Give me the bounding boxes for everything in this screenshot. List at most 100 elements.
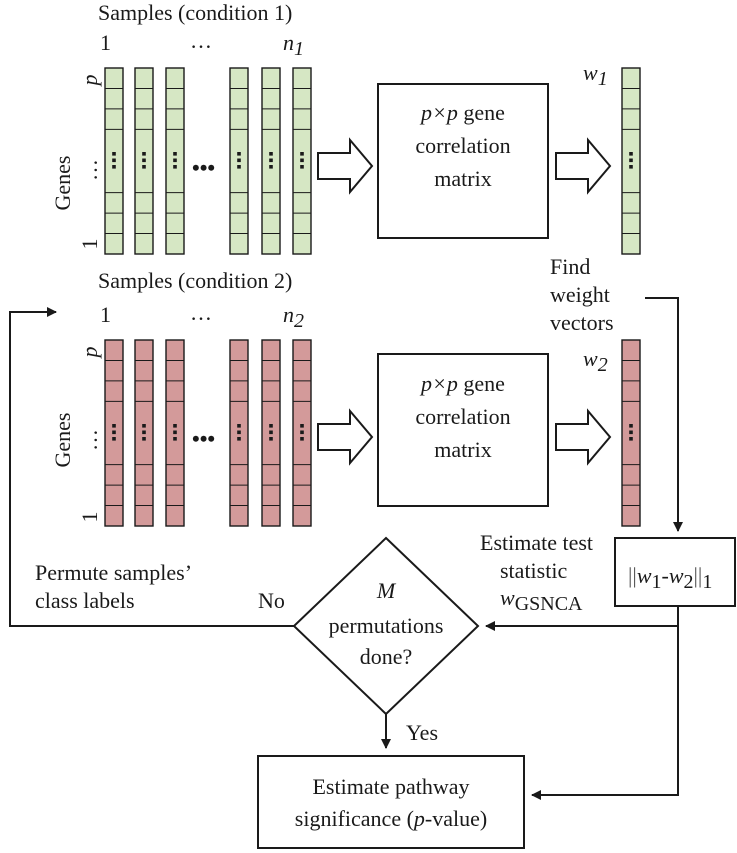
norm-box (614, 537, 736, 607)
condition2-sample-bar-dot (269, 424, 273, 428)
condition2-sample-bar (229, 339, 249, 527)
condition2-sample-bar-dot (112, 437, 116, 441)
condition2-sample-bar-dot (269, 430, 273, 435)
condition1-sample-bar-dot (112, 152, 116, 156)
condition2-sample-bar (104, 339, 124, 527)
condition1-weight-cell-dot (629, 152, 633, 156)
condition1-sample-bar (134, 67, 154, 255)
condition1-sample-bar (165, 67, 185, 255)
condition2-weight-label: w2 (583, 346, 608, 376)
condition1-ellipsis: … (190, 28, 212, 53)
condition1-sample-bar (229, 67, 249, 255)
condition2-gene-mid: … (77, 429, 102, 451)
condition2-weight-cell-dot (629, 430, 633, 435)
arrow-norm-to-result (531, 626, 679, 800)
condition2-matrix-line2: correlation (415, 404, 510, 429)
condition1-sample-bar-dot (142, 158, 146, 163)
condition1-sample-bar-dot (142, 165, 146, 169)
decision-line3: done? (360, 644, 413, 669)
condition2-weight-cell (621, 339, 641, 527)
condition2-sample-bar (165, 339, 185, 527)
condition1-sample-bar-dot (269, 152, 273, 156)
condition1-sample-bar (104, 67, 124, 255)
condition2-sample-bar-dot (173, 430, 177, 435)
condition2-sample-bar-dot (300, 437, 304, 441)
condition1-arrow-to-matrix (317, 137, 374, 195)
condition1-weight-vector (621, 67, 641, 255)
condition2-sample-bar (292, 339, 312, 527)
condition2-sample-bar-dot (237, 430, 241, 435)
permute-line2: class labels (35, 588, 135, 613)
condition1-sample-bar-dot (237, 152, 241, 156)
condition1-sample-bar-dot (112, 158, 116, 163)
condition2-sample-bar-dot (300, 430, 304, 435)
condition2-ellipsis: … (190, 300, 212, 325)
condition1-bar-ellipsis: ••• (192, 155, 215, 180)
condition2-title: Samples (condition 2) (98, 268, 292, 293)
condition2-bar-ellipsis: ••• (192, 426, 215, 451)
condition2-sample-bar-dot (142, 430, 146, 435)
condition2-last-index: n2 (283, 302, 304, 332)
condition1-title: Samples (condition 1) (98, 0, 292, 25)
condition1-gene-bottom: 1 (77, 239, 102, 250)
condition1-weight-cell (621, 67, 641, 255)
estimate-test-line2: statistic (500, 558, 567, 583)
condition2-first-index: 1 (100, 302, 111, 327)
condition1-matrix-box (377, 83, 549, 239)
condition1-matrix-line2: correlation (415, 133, 510, 158)
find-weight-line2: weight (550, 282, 610, 307)
condition1-matrix-line1: p×p gene (419, 100, 505, 125)
result-line1: Estimate pathway (312, 774, 469, 799)
condition2-sample-bars (104, 339, 312, 527)
condition2-sample-bar-dot (269, 437, 273, 441)
condition2-sample-bar (261, 339, 281, 527)
condition2-weight-cell-dot (629, 424, 633, 428)
condition1-sample-bar-dot (173, 152, 177, 156)
condition1-sample-bar-dot (237, 158, 241, 163)
arrow-no-loop (9, 307, 294, 627)
condition1-sample-bars (104, 67, 312, 255)
condition1-sample-bar (261, 67, 281, 255)
find-weight-line3: vectors (550, 310, 614, 335)
result-line2: significance (p-value) (295, 806, 487, 831)
condition1-sample-bar-dot (269, 165, 273, 169)
condition2-sample-bar-dot (173, 424, 177, 428)
result-box (257, 755, 525, 849)
condition1-arrow-to-weights (555, 137, 612, 195)
decision-line2: permutations (329, 613, 444, 638)
condition1-gene-mid: … (77, 159, 102, 181)
condition2-matrix-line3: matrix (434, 437, 491, 462)
condition2-sample-bar-dot (237, 437, 241, 441)
yes-label: Yes (406, 720, 438, 745)
condition1-sample-bar-dot (300, 165, 304, 169)
condition1-sample-bar (292, 67, 312, 255)
condition1-sample-bar-dot (173, 165, 177, 169)
condition1-genes-label: Genes (50, 156, 75, 211)
estimate-test-stat: wGSNCA (500, 585, 583, 615)
condition1-sample-bar-dot (237, 165, 241, 169)
condition2-sample-bar-dot (173, 437, 177, 441)
permute-line1: Permute samples’ (35, 560, 192, 585)
estimate-test-line1: Estimate test (480, 530, 593, 555)
condition2-matrix-line1: p×p gene (419, 371, 505, 396)
condition2-sample-bar (134, 339, 154, 527)
condition2-weight-vector (621, 339, 641, 527)
condition2-sample-bar-dot (112, 424, 116, 428)
condition1-weight-cell-dot (629, 158, 633, 163)
condition1-sample-bar-dot (173, 158, 177, 163)
condition2-sample-bar-dot (237, 424, 241, 428)
condition2-panel: Samples (condition 2) 1 … n2 Genes p … 1… (50, 268, 641, 527)
condition2-arrow-to-matrix (317, 408, 374, 466)
condition2-arrow-to-weights (555, 408, 612, 466)
condition2-matrix-box (377, 353, 549, 507)
condition2-sample-bar-dot (142, 424, 146, 428)
condition1-sample-bar-dot (112, 165, 116, 169)
condition1-sample-bar-dot (300, 158, 304, 163)
condition1-sample-bar-dot (269, 158, 273, 163)
condition2-sample-bar-dot (142, 437, 146, 441)
condition1-panel: Samples (condition 1) 1 … n1 Genes p … 1… (50, 0, 641, 255)
find-weight-line1: Find (550, 254, 590, 279)
condition1-weight-cell-dot (629, 165, 633, 169)
condition1-last-index: n1 (283, 30, 304, 60)
